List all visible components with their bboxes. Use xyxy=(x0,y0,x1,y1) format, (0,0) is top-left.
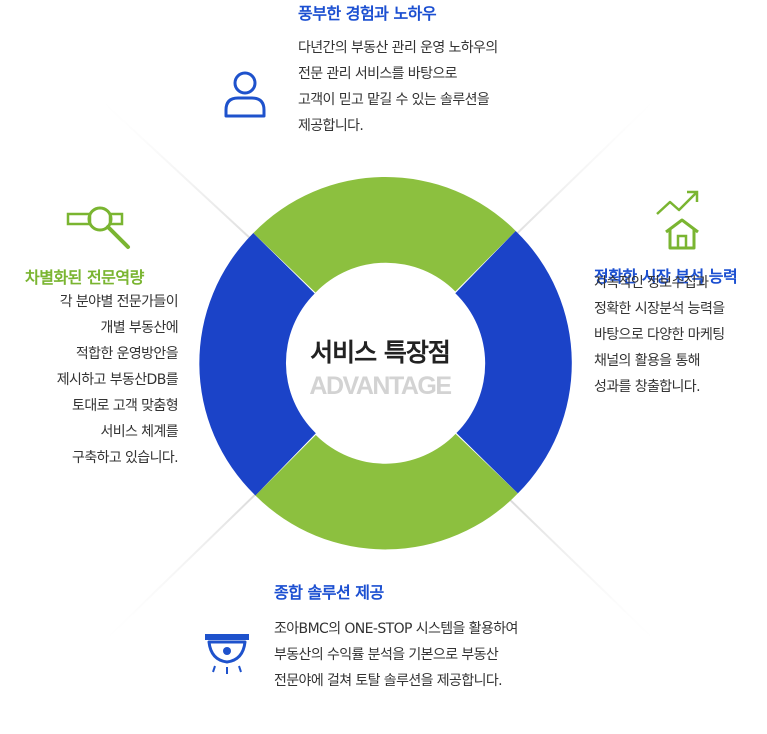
feature-left-title: 차별화된 전문역량 xyxy=(25,268,144,287)
feature-left: 차별화된 전문역량 xyxy=(25,264,144,288)
feature-left-line: 적합한 운영방안을 xyxy=(75,346,179,362)
ring-segment-right xyxy=(455,230,572,494)
feature-right-line: 성과를 창출합니다. xyxy=(594,379,701,395)
feature-right-line: 바탕으로 다양한 마케팅 xyxy=(594,327,725,343)
magnifier-icon xyxy=(66,206,130,249)
user-icon xyxy=(224,71,266,118)
ring-segment-top xyxy=(253,176,516,293)
center-subtitle: ADVANTAGE xyxy=(309,372,452,400)
feature-top: 풍부한 경험과 노하우 xyxy=(298,0,437,24)
growth-house-icon xyxy=(656,190,699,250)
feature-bottom-line: 조아BMC의 ONE-STOP 시스템을 활용하여 xyxy=(274,621,518,637)
feature-bottom-line: 부동산의 수익률 분석을 기본으로 부동산 xyxy=(274,647,499,663)
diagonal-line-top-right xyxy=(499,89,666,251)
feature-top-line: 전문 관리 서비스를 바탕으로 xyxy=(298,66,458,82)
diagonal-line-bottom-right xyxy=(504,494,666,651)
feature-right-line: 채널의 활용을 통해 xyxy=(594,353,701,369)
feature-left-line: 개별 부동산에 xyxy=(100,320,178,336)
feature-top-line: 고객이 믿고 맡길 수 있는 솔루션을 xyxy=(298,92,490,108)
feature-right-title: 정확한 시장 분석 능력 xyxy=(594,267,738,286)
feature-bottom: 종합 솔루션 제공 xyxy=(274,579,384,603)
feature-left-description: 각 분야별 전문가들이 개별 부동산에 적합한 운영방안을 제시하고 부동산DB… xyxy=(0,289,179,471)
feature-top-line: 다년간의 부동산 관리 운영 노하우의 xyxy=(298,40,498,56)
camera-eye-icon xyxy=(205,634,249,674)
feature-right-description: 지속적인 정보수집과 정확한 시장분석 능력을 바탕으로 다양한 마케팅 채널의… xyxy=(594,270,725,400)
feature-bottom-line: 전문야에 걸쳐 토탈 솔루션을 제공합니다. xyxy=(274,673,503,689)
feature-bottom-description: 조아BMC의 ONE-STOP 시스템을 활용하여 부동산의 수익률 분석을 기… xyxy=(274,616,518,694)
feature-right-line: 정확한 시장분석 능력을 xyxy=(594,301,725,317)
ring-segment-left xyxy=(199,233,316,496)
feature-top-description: 다년간의 부동산 관리 운영 노하우의 전문 관리 서비스를 바탕으로 고객이 … xyxy=(298,35,498,139)
feature-bottom-title: 종합 솔루션 제공 xyxy=(274,583,384,602)
diagonal-line-bottom-left xyxy=(94,487,263,651)
ring-segment-bottom xyxy=(255,433,518,550)
feature-left-line: 서비스 체계를 xyxy=(100,424,178,440)
feature-left-line: 구축하고 있습니다. xyxy=(72,450,179,466)
feature-left-line: 제시하고 부동산DB를 xyxy=(56,372,179,388)
feature-left-line: 토대로 고객 맞춤형 xyxy=(72,398,179,414)
diagonal-line-top-left xyxy=(89,89,266,253)
feature-top-title: 풍부한 경험과 노하우 xyxy=(298,4,437,23)
feature-left-line: 각 분야별 전문가들이 xyxy=(59,294,179,310)
feature-right: 정확한 시장 분석 능력 xyxy=(594,263,738,287)
center-title: 서비스 특장점 xyxy=(310,338,451,367)
feature-right-line: 지속적인 정보수집과 xyxy=(594,275,709,291)
feature-top-line: 제공합니다. xyxy=(298,118,364,134)
